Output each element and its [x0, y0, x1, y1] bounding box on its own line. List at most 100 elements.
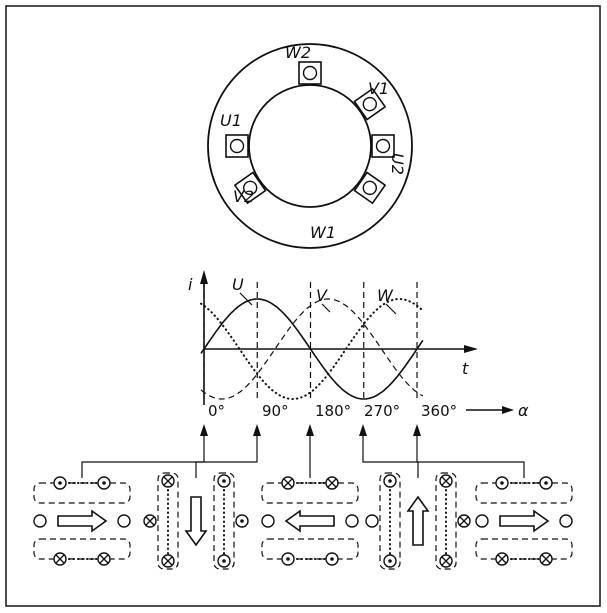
stator-bore: [248, 84, 372, 208]
conductor-a-3-dot: [388, 479, 392, 483]
conductor-w2: [302, 65, 318, 81]
terminal-label-u2: U2: [388, 153, 407, 175]
conductor-f-3-x: [459, 516, 469, 526]
conductor-e-2: [261, 514, 275, 528]
conductor-f-2: [345, 514, 359, 528]
leader-arrowhead-2: [306, 424, 314, 436]
coil-group-left-3: [379, 472, 401, 570]
conductor-d-0-x: [99, 554, 109, 564]
current-graph: i t U V W 0° 90° 180° 270° 360° α: [188, 270, 529, 420]
coil-group-left-1: [157, 472, 179, 570]
leader-line-3: [362, 430, 419, 478]
conductor-f-4: [559, 514, 573, 528]
coil-group-bottom-4: [475, 538, 573, 560]
y-axis-arrowhead: [200, 270, 208, 284]
coil-group-right-3: [435, 472, 457, 570]
series-v-label: V: [316, 286, 328, 305]
field-state-diagrams: [33, 472, 573, 570]
terminal-label-w2: W2: [285, 43, 311, 62]
field-state-1: [143, 472, 249, 570]
slot-box-w1: [353, 171, 387, 205]
slot-box-v1: [353, 87, 387, 121]
stator-drawing: W2 V1 U1 U2 V2 W1: [207, 43, 413, 249]
conductor-a-0-dot: [58, 481, 62, 485]
series-v-curve: [200, 298, 424, 400]
conductor-c-1-dot: [222, 479, 226, 483]
field-arrow-0: [57, 509, 108, 533]
coil-group-bottom-2: [261, 538, 359, 560]
conductor-c-3-x: [441, 476, 451, 486]
angle-label-0: 0°: [208, 402, 225, 420]
conductor-c-4-x: [497, 554, 507, 564]
conductor-d-1-dot: [222, 559, 226, 563]
slot-box-w2: [298, 61, 322, 85]
field-state-2: [261, 476, 359, 566]
alpha-arrowhead: [502, 406, 514, 414]
conductor-b-2-x: [327, 478, 337, 488]
coil-group-bottom-0: [33, 538, 131, 560]
x-axis-label: t: [462, 359, 469, 378]
conductor-c-0-x: [55, 554, 65, 564]
slot-v2: [233, 171, 267, 205]
leader-arrowhead-3: [359, 424, 367, 436]
terminal-label-v2: V2: [233, 187, 254, 206]
angle-label-90: 90°: [262, 402, 289, 420]
conductor-e-0: [33, 514, 47, 528]
field-state-4: [475, 476, 573, 566]
alpha-label: α: [518, 401, 529, 420]
slot-u1: [225, 134, 249, 158]
conductor-b-0-dot: [102, 481, 106, 485]
series-u-leader: [239, 292, 253, 306]
series-w-curve: [200, 298, 424, 400]
conductor-f-0: [117, 514, 131, 528]
terminal-label-w1: W1: [310, 223, 336, 242]
coil-group-top-4: [475, 482, 573, 504]
series-w-label: W: [377, 286, 394, 305]
conductor-c-2-dot: [286, 557, 290, 561]
slot-w1: [353, 171, 387, 205]
slot-v1: [353, 87, 387, 121]
conductor-v2: [243, 180, 258, 196]
series-u-curve: [200, 298, 424, 400]
conductor-b-4-dot: [544, 481, 548, 485]
state-leader-arrows: [81, 424, 525, 478]
terminal-label-u1: U1: [220, 111, 242, 130]
conductor-v1: [362, 96, 377, 112]
conductor-e-4: [475, 514, 489, 528]
slot-w2: [298, 61, 322, 85]
conductor-f-1-dot: [240, 519, 244, 523]
leader-arrowhead-4: [413, 424, 421, 436]
terminal-label-v1: V1: [368, 79, 389, 98]
field-state-0: [33, 476, 131, 566]
leader-line-4: [416, 430, 525, 478]
figure-frame: [5, 5, 601, 607]
conductor-b-1-x: [163, 556, 173, 566]
field-arrow-2: [284, 509, 335, 533]
leader-line-0: [81, 430, 205, 478]
series-w-leader: [385, 303, 397, 315]
conductor-a-2-x: [283, 478, 293, 488]
conductor-e-3: [365, 514, 379, 528]
series-u-label: U: [232, 275, 244, 294]
angle-label-270: 270°: [364, 402, 400, 420]
conductor-a-1-x: [163, 476, 173, 486]
leader-line-1: [195, 430, 258, 478]
stator-outer-ring: [207, 43, 413, 249]
angle-label-180: 180°: [315, 402, 351, 420]
conductor-w1: [362, 180, 377, 196]
field-arrow-3: [406, 495, 430, 546]
conductor-e-1-x: [145, 516, 155, 526]
slot-box-v2: [233, 171, 267, 205]
conductor-d-2-dot: [330, 557, 334, 561]
y-axis-label: i: [188, 275, 193, 294]
angle-label-360: 360°: [421, 402, 457, 420]
leader-arrowhead-0: [200, 424, 208, 436]
slot-u2: [371, 134, 395, 158]
slot-box-u2: [371, 134, 395, 158]
series-v-leader: [321, 303, 331, 313]
conductor-a-4-dot: [500, 481, 504, 485]
conductor-u2: [375, 138, 391, 154]
field-arrow-4: [499, 509, 550, 533]
field-state-3: [365, 472, 471, 570]
